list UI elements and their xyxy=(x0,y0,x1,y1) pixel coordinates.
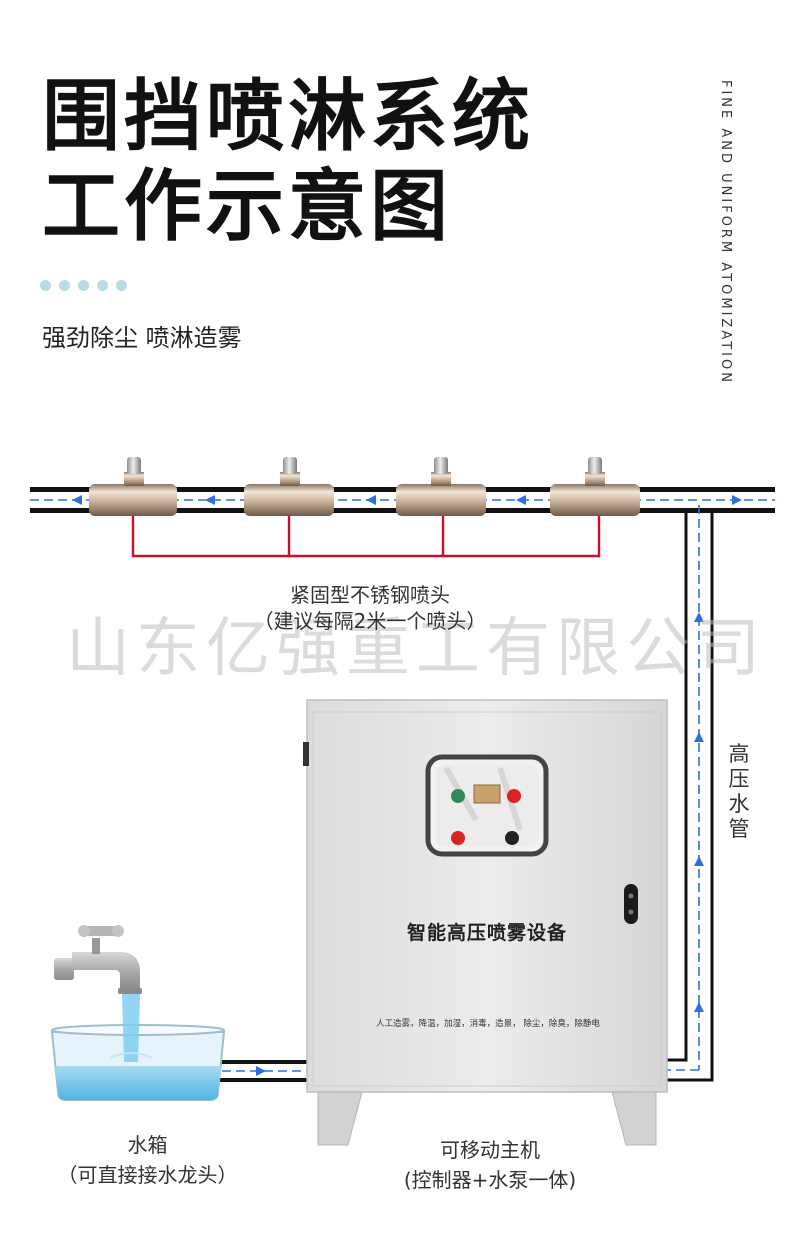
page-title-line1: 围挡喷淋系统 xyxy=(42,72,535,162)
tank-title: 水箱 xyxy=(127,1133,168,1157)
host-label: 可移动主机 (控制器+水泵一体) xyxy=(365,1135,615,1195)
page-subtitle: 强劲除尘 喷淋造雾 xyxy=(42,324,242,352)
door-lock-icon xyxy=(624,884,638,924)
cabinet-name: 智能高压喷雾设备 xyxy=(406,922,567,944)
flow-arrow xyxy=(72,495,82,505)
pipe-label: 高压水管 xyxy=(728,742,750,841)
nozzle-label: 紧固型不锈钢喷头 （建议每隔2米一个喷头） xyxy=(200,582,540,634)
flow-arrow xyxy=(694,856,704,866)
dot xyxy=(78,280,89,291)
nozzle-branch-line xyxy=(131,513,601,558)
dot xyxy=(40,280,51,291)
water-stream xyxy=(122,994,140,1062)
flow-arrow xyxy=(694,1002,704,1012)
flow-arrow xyxy=(366,495,376,505)
flow-arrow xyxy=(256,1066,266,1076)
stop-indicator-icon xyxy=(507,789,521,803)
dot xyxy=(97,280,108,291)
nozzle-fitting xyxy=(396,457,486,516)
host-cabinet xyxy=(303,699,668,1146)
cabinet-functions: 人工造雾，降温，加湿，消毒，造景， 除尘，除臭，除静电 xyxy=(376,1019,600,1029)
flow-arrow xyxy=(205,495,215,505)
nozzle-note: （建议每隔2米一个喷头） xyxy=(253,609,487,633)
high-pressure-pipe-inner xyxy=(660,513,688,1062)
nozzle-fitting xyxy=(89,457,177,516)
nozzle-title: 紧固型不锈钢喷头 xyxy=(290,583,450,607)
tank-label: 水箱 （可直接接水龙头） xyxy=(40,1130,255,1190)
high-pressure-pipe-outer xyxy=(660,513,714,1082)
host-title: 可移动主机 xyxy=(440,1138,540,1162)
faucet-icon xyxy=(54,925,142,994)
nozzle-fitting xyxy=(244,457,334,516)
nozzle-fitting xyxy=(550,457,640,516)
tank-note: （可直接接水龙头） xyxy=(57,1163,238,1187)
flow-arrow xyxy=(694,612,704,622)
knob-icon xyxy=(505,831,519,845)
red-button-icon xyxy=(451,831,465,845)
vertical-slogan: FINE AND UNIFORM ATOMIZATION xyxy=(718,80,733,385)
decorative-dots xyxy=(40,280,127,291)
company-watermark: 山东亿强重工有限公司 xyxy=(66,612,766,686)
host-note: (控制器+水泵一体) xyxy=(403,1168,577,1192)
start-indicator-icon xyxy=(451,789,465,803)
timer-display-icon xyxy=(473,784,501,804)
dot xyxy=(116,280,127,291)
flow-arrow xyxy=(732,495,742,505)
page-title-line2: 工作示意图 xyxy=(42,162,453,252)
dot xyxy=(59,280,70,291)
flow-arrow xyxy=(516,495,526,505)
flow-arrow xyxy=(694,732,704,742)
